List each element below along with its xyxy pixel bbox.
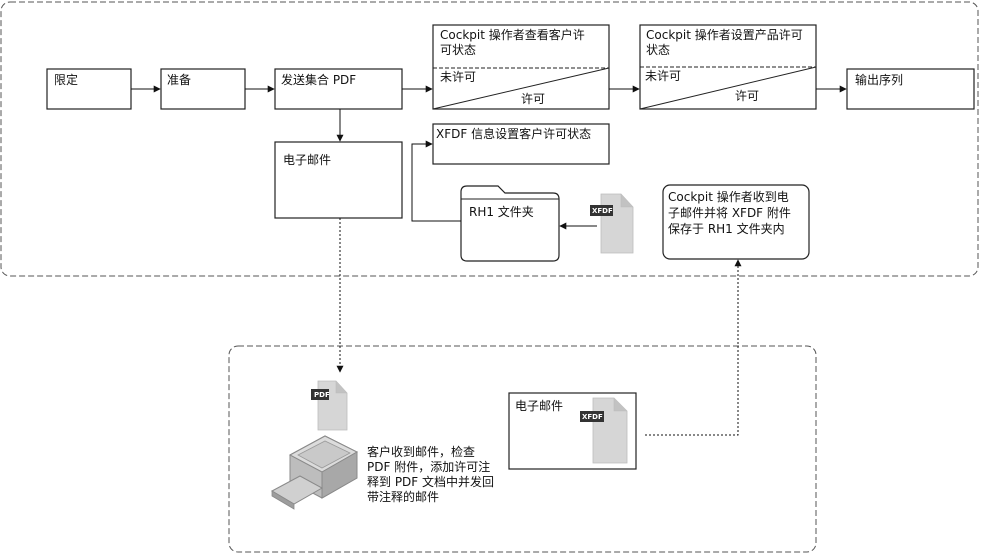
node-cockpit-view <box>432 24 610 110</box>
node-cockpit-receive <box>662 184 810 260</box>
node-email <box>274 141 403 219</box>
node-rh1-label: RH1 文件夹 <box>469 204 534 219</box>
node-send-pdf <box>274 68 403 110</box>
cockpit-set-diagonal <box>639 66 817 110</box>
cockpit-view-unlicensed: 未许可 <box>440 70 476 84</box>
node-prepare-label: 准备 <box>167 73 191 87</box>
document-xfdf-icon: XFDF <box>590 193 634 254</box>
customer-region <box>228 345 817 553</box>
node-limit <box>46 68 132 110</box>
node-cockpit-view-label: Cockpit 操作者查看客户许 可状态 <box>440 27 589 57</box>
node-xfdf-info <box>432 123 610 165</box>
internal-process-region <box>0 1 979 277</box>
document-pdf-icon: PDF <box>311 380 348 431</box>
node-cockpit-receive-label: Cockpit 操作者收到电 子邮件并将 XFDF 附件 保存于 RH1 文件夹… <box>668 189 795 236</box>
cockpit-view-diagonal <box>432 67 610 110</box>
printer-icon <box>270 435 359 510</box>
node-output <box>846 68 975 110</box>
node-xfdf-info-label: XFDF 信息设置客户许可状态 <box>436 126 591 141</box>
node-send-pdf-label: 发送集合 PDF <box>281 72 356 87</box>
node-email-label: 电子邮件 <box>283 153 331 167</box>
xfdf-tag-top: XFDF <box>592 207 613 215</box>
node-output-label: 输出序列 <box>855 72 903 87</box>
node-limit-label: 限定 <box>54 72 78 87</box>
node-customer-email-label: 电子邮件 <box>515 399 563 413</box>
cockpit-set-licensed: 许可 <box>735 89 759 103</box>
cockpit-set-unlicensed: 未许可 <box>645 69 681 83</box>
pdf-tag: PDF <box>314 391 330 399</box>
document-xfdf-icon-bottom: XFDF <box>580 397 628 464</box>
node-cockpit-set-label: Cockpit 操作者设置产品许可 状态 <box>646 27 807 57</box>
customer-action-label: 客户收到邮件，检查 PDF 附件，添加许可注 释到 PDF 文档中并发回 带注释… <box>367 444 498 504</box>
xfdf-tag-bottom: XFDF <box>582 413 603 421</box>
cockpit-view-licensed: 许可 <box>521 92 545 106</box>
arrow-customer-receive <box>645 259 742 436</box>
arrow-folder-xfdf-info <box>411 140 461 222</box>
folder-icon <box>460 185 560 262</box>
